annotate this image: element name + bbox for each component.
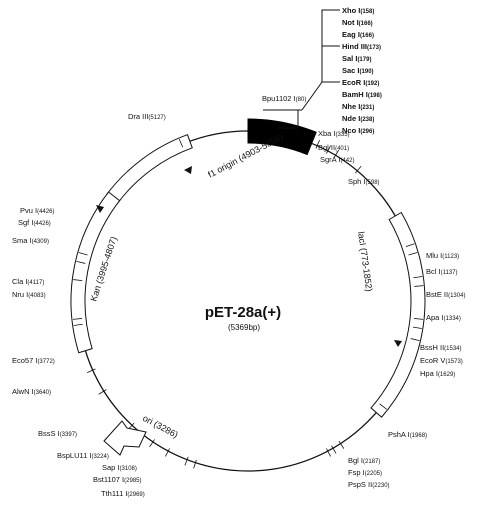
site-label: Bgl I(2187) bbox=[348, 456, 380, 465]
site-tick bbox=[412, 326, 422, 329]
plasmid-name: pET-28a(+) bbox=[205, 304, 281, 321]
arrowhead-laci bbox=[394, 340, 402, 347]
site-tick bbox=[78, 252, 88, 256]
kan-arc bbox=[70, 191, 121, 354]
site-label: Hpa I(1629) bbox=[420, 369, 455, 378]
feature-arrows bbox=[96, 166, 402, 347]
site-label: PspS II(2230) bbox=[348, 480, 390, 489]
site-label: EcoR V(1573) bbox=[420, 356, 463, 365]
site-tick bbox=[87, 368, 96, 373]
mcs-site-label: Nhe I(231) bbox=[342, 102, 374, 111]
site-tick bbox=[73, 323, 83, 326]
mcs-region-block bbox=[247, 118, 317, 156]
site-label: Sgf I(4426) bbox=[18, 218, 51, 227]
mcs-site-label: Hind III(173) bbox=[342, 42, 381, 51]
site-tick bbox=[315, 140, 320, 149]
site-label: Cla I(4117) bbox=[12, 277, 44, 286]
site-tick bbox=[379, 403, 387, 410]
site-label: Mlu I(1123) bbox=[426, 251, 459, 260]
site-labels: Bpu1102 I(80) Xba I(335) Bgl II(401) Sgr… bbox=[12, 94, 465, 498]
site-tick bbox=[73, 279, 83, 282]
ori-arrow bbox=[103, 420, 147, 456]
site-tick bbox=[410, 338, 420, 341]
site-label: Dra III(5127) bbox=[128, 112, 166, 121]
site-tick bbox=[355, 165, 362, 174]
mcs-bracket bbox=[263, 9, 340, 129]
feature-label-ori: ori (3286) bbox=[141, 413, 180, 440]
site-tick bbox=[72, 318, 82, 320]
site-tick bbox=[178, 138, 184, 148]
mcs-site-label: Sal I(179) bbox=[342, 54, 371, 63]
mcs-site-label: Sac I(190) bbox=[342, 66, 374, 75]
site-label: Bgl II(401) bbox=[318, 143, 349, 152]
mcs-site-label: Nco I(296) bbox=[342, 126, 374, 135]
feature-arcs bbox=[70, 134, 426, 418]
mcs-site-label: Not I(166) bbox=[342, 18, 373, 27]
arrowhead-f1 bbox=[184, 166, 192, 174]
mcs-site-label: Nde I(238) bbox=[342, 114, 374, 123]
feature-label-f1-origin: f1 origin (4903-5358) bbox=[206, 132, 284, 180]
site-label: BspLU11 I(3224) bbox=[57, 451, 109, 460]
site-label: Fsp I(2205) bbox=[348, 468, 382, 477]
site-label: BssH II(1534) bbox=[420, 343, 462, 352]
site-label: Nru I(4083) bbox=[12, 290, 46, 299]
laci-arc bbox=[370, 211, 426, 418]
site-tick bbox=[149, 439, 155, 448]
mcs-site-label: BamH I(198) bbox=[342, 90, 382, 99]
site-tick bbox=[338, 440, 345, 449]
site-label: Tth111 I(2969) bbox=[101, 489, 145, 498]
site-tick bbox=[165, 448, 170, 457]
plasmid-size: (5369bp) bbox=[228, 323, 260, 332]
site-label: Sph I(598) bbox=[348, 177, 380, 186]
site-label: Pvu I(4426) bbox=[20, 206, 54, 215]
site-tick bbox=[414, 285, 424, 287]
site-label: Bcl I(1137) bbox=[426, 267, 458, 276]
site-label: Sap I(3108) bbox=[102, 463, 137, 472]
site-tick bbox=[331, 445, 337, 454]
mcs-site-list: Xho I(158) Not I(166) Eag I(166) Hind II… bbox=[342, 6, 382, 135]
site-label: Eco57 I(3772) bbox=[12, 356, 55, 365]
site-ticks bbox=[72, 125, 424, 469]
site-label: SgrA I(442) bbox=[320, 155, 354, 164]
f1-origin-arc bbox=[105, 134, 193, 204]
site-label: Sma I(4309) bbox=[12, 236, 49, 245]
site-tick bbox=[405, 243, 415, 248]
site-tick bbox=[408, 252, 418, 256]
site-tick bbox=[76, 261, 86, 264]
site-tick bbox=[193, 459, 197, 469]
site-label: Xba I(335) bbox=[318, 129, 350, 138]
site-label: Bst1107 I(2985) bbox=[93, 475, 141, 484]
site-label: BstE II(1304) bbox=[426, 290, 465, 299]
site-tick bbox=[184, 456, 189, 466]
feature-label-laci: lacI (773-1852) bbox=[356, 231, 374, 292]
site-label: AlwN I(3640) bbox=[12, 387, 51, 396]
site-label: Apa I(1334) bbox=[426, 313, 461, 322]
site-tick bbox=[413, 276, 423, 279]
mcs-site-label: Xho I(158) bbox=[342, 6, 374, 15]
site-tick bbox=[414, 318, 424, 320]
mcs-site-label: EcoR I(192) bbox=[342, 78, 379, 87]
site-label: BssS I(3397) bbox=[38, 429, 77, 438]
site-tick bbox=[326, 145, 331, 154]
arrowhead-kan bbox=[96, 205, 104, 213]
site-label: Bpu1102 I(80) bbox=[262, 94, 306, 103]
site-tick bbox=[326, 448, 331, 457]
site-tick bbox=[333, 149, 339, 159]
site-label: PshA I(1968) bbox=[388, 430, 427, 439]
site-tick bbox=[98, 389, 107, 395]
mcs-site-label: Eag I(166) bbox=[342, 30, 374, 39]
